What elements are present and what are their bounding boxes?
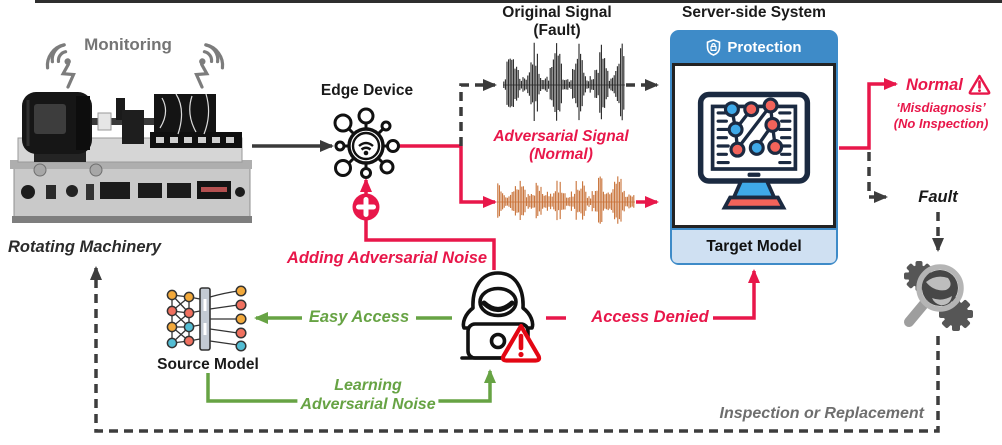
learning-noise-label: Learning Adversarial Noise [297, 376, 439, 414]
arrow-junction-to-fault [867, 152, 888, 203]
server-body [672, 63, 836, 228]
wireless-sensor-icon [45, 43, 76, 89]
inspection-replacement-label: Inspection or Replacement [719, 405, 925, 422]
easy-access-label: Easy Access [308, 308, 410, 326]
target-model-bar: Target Model [672, 228, 836, 263]
misdiagnosis-label: ‘Misdiagnosis’ (No Inspection) [893, 100, 989, 131]
monitor-network-icon [697, 91, 811, 209]
server-box: Protection [670, 30, 838, 265]
adversarial-signal-waveform [497, 176, 635, 224]
server-side-system-label: Server-side System [682, 4, 826, 21]
warning-triangle-icon [968, 74, 991, 95]
monitoring-label: Monitoring [84, 35, 172, 54]
neural-network-icon [166, 285, 247, 352]
arrow-split-to-adversarial [459, 146, 497, 208]
alert-triangle-icon [500, 323, 542, 363]
edge-device-label: Edge Device [320, 82, 414, 99]
hacker-icon [460, 271, 542, 363]
source-model-label: Source Model [157, 356, 259, 373]
original-signal-label: Original Signal (Fault) [502, 4, 612, 39]
fault-label: Fault [918, 188, 958, 206]
shield-lock-icon [707, 39, 721, 56]
arrow-access-denied [713, 269, 760, 320]
arrow-replacement-to-machinery [90, 266, 940, 433]
original-signal-waveform [503, 42, 625, 121]
arrow-split-to-original [459, 79, 497, 146]
normal-label: Normal [906, 75, 963, 94]
protection-label: Protection [727, 39, 802, 56]
rotating-machinery-photo [10, 92, 252, 223]
protection-header: Protection [672, 32, 836, 63]
top-border-line [35, 0, 1002, 3]
adding-noise-label: Adding Adversarial Noise [286, 249, 488, 267]
adversarial-signal-label: Adversarial Signal (Normal) [493, 128, 629, 163]
gears-magnifier-icon [904, 261, 973, 331]
rotating-machinery-label: Rotating Machinery [8, 238, 162, 256]
access-denied-label: Access Denied [591, 308, 709, 326]
target-model-label: Target Model [706, 237, 802, 255]
wireless-sensor-icon [194, 43, 225, 89]
edge-device-hub-icon [333, 107, 400, 179]
arrow-server-to-normal [839, 78, 898, 150]
plus-icon [352, 193, 380, 221]
normal-result: Normal [906, 74, 991, 95]
